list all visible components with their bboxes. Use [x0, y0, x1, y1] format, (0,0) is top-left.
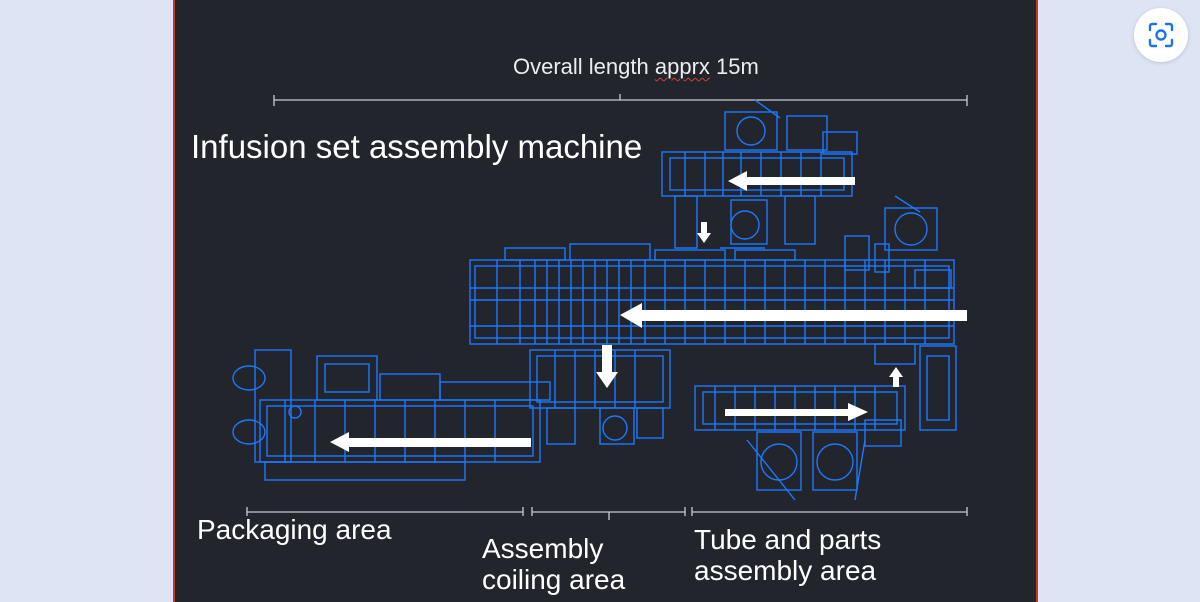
diagram-slide: Overall length apprx 15m Infusion set as…: [173, 0, 1038, 602]
arrow-top-left: [728, 171, 855, 191]
assembly-coiling-label: Assembly coiling area: [482, 533, 625, 596]
flow-arrows: [330, 171, 967, 452]
overall-dimension-line: [273, 94, 968, 106]
machine-blueprint: [232, 94, 968, 520]
arrow-top-down: [697, 222, 711, 243]
coiling-module: [529, 349, 671, 445]
lens-search-button[interactable]: [1134, 8, 1188, 62]
area-dimension-lines: [246, 507, 968, 520]
diagram-title: Infusion set assembly machine: [191, 128, 643, 165]
overall-length-suffix: 15m: [709, 54, 759, 79]
lens-search-icon: [1148, 22, 1174, 48]
top-module: [661, 99, 858, 249]
machine-outline: [232, 99, 957, 501]
overall-length-prefix: Overall length: [513, 54, 655, 79]
packaging-area-label: Packaging area: [197, 514, 392, 545]
arrow-main-left: [620, 303, 967, 328]
tube-parts-label: Tube and parts assembly area: [694, 524, 881, 587]
overall-length-label: Overall length apprx 15m: [513, 54, 759, 80]
arrow-tube-up: [889, 367, 903, 387]
tube-parts-line1: Tube and parts: [694, 524, 882, 555]
packaging-module: [232, 349, 551, 481]
tube-module: [694, 343, 957, 501]
arrow-tube-right: [725, 403, 868, 421]
arrow-main-down: [596, 345, 618, 388]
right-towers: [844, 195, 952, 289]
overall-length-underlined: apprx: [654, 54, 710, 79]
tube-parts-line2: assembly area: [694, 555, 877, 587]
central-body: [469, 243, 955, 345]
assembly-coiling-line2: coiling area: [482, 564, 626, 596]
arrow-packaging-left: [330, 432, 531, 452]
assembly-coiling-line1: Assembly: [482, 533, 604, 564]
